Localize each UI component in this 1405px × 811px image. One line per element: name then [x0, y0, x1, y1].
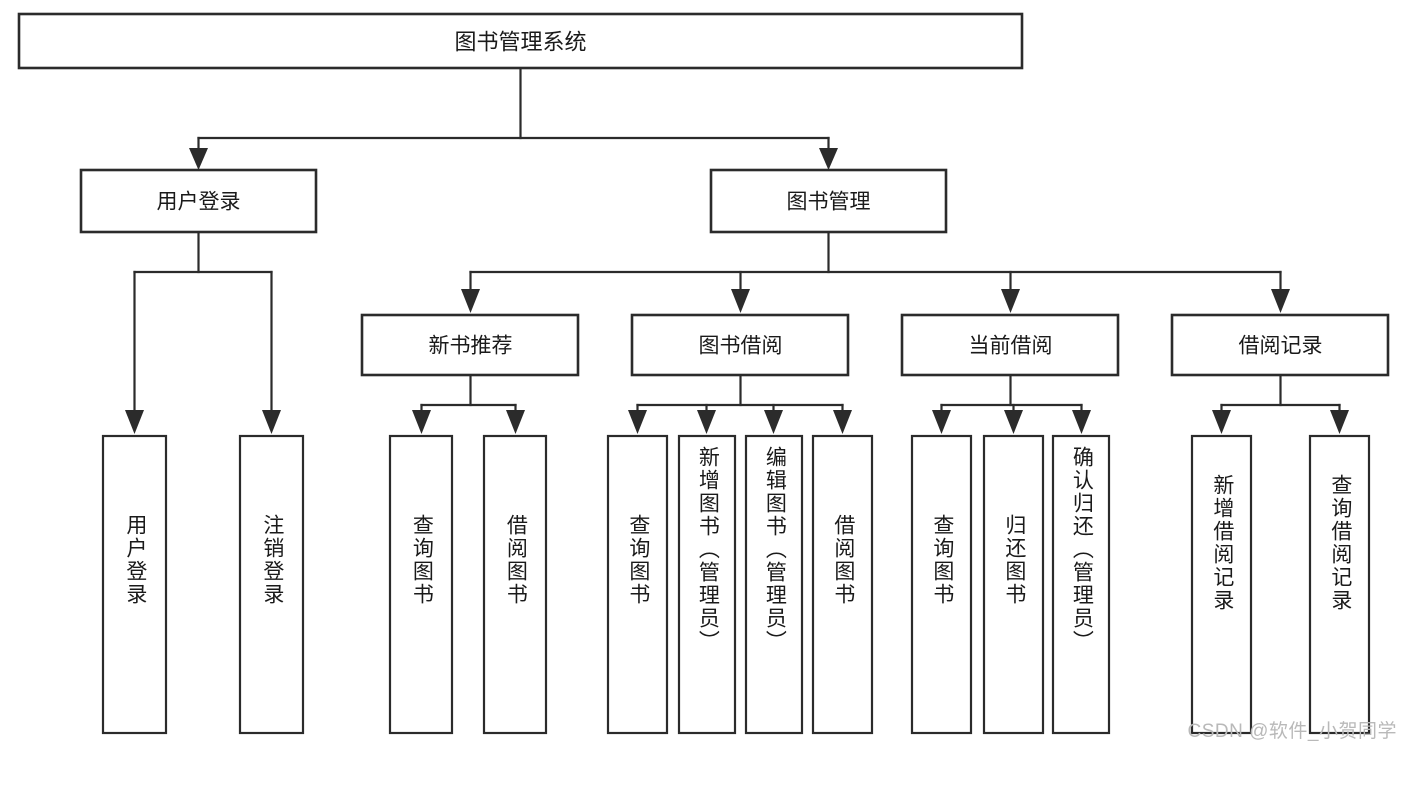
arrowhead-leaf-query-borrow-record [1330, 410, 1349, 434]
arrowhead-book-manage [819, 148, 838, 170]
node-user-login-group-label: 用户登录 [157, 191, 241, 214]
node-current-borrow-label: 当前借阅 [969, 335, 1053, 358]
node-leaf-return-book-box[interactable] [982, 434, 1045, 735]
node-leaf-query-book-borrow-box[interactable] [606, 434, 669, 735]
node-leaf-confirm-return-admin-box[interactable] [1051, 434, 1111, 735]
arrowhead-leaf-return-book [1004, 410, 1023, 434]
arrowhead-book-borrow [731, 289, 750, 313]
arrowhead-current-borrow [1001, 289, 1020, 313]
csdn-watermark: CSDN @软件_小贺同学 [1187, 721, 1397, 742]
node-layer: 图书管理系统 用户登录 图书管理 新书推荐 图书借阅 当前借阅 借阅记录 [17, 12, 1390, 735]
node-book-borrow-label: 图书借阅 [699, 335, 783, 358]
arrowhead-leaf-confirm-return-admin [1072, 410, 1091, 434]
diagram-canvas: 图书管理系统 用户登录 图书管理 新书推荐 图书借阅 当前借阅 借阅记录 [17, 12, 1397, 742]
arrowhead-leaf-borrow-book-rec [506, 410, 525, 434]
node-leaf-add-book-admin-box[interactable] [677, 434, 737, 735]
arrowhead-leaf-query-book-borrow [628, 410, 647, 434]
node-root-box[interactable] [17, 12, 1024, 70]
arrowhead-borrow-record [1271, 289, 1290, 313]
node-current-borrow-box[interactable] [900, 313, 1120, 377]
node-leaf-query-book-rec-box[interactable] [388, 434, 454, 735]
connector-layer [125, 66, 1349, 434]
arrowhead-leaf-borrow-book [833, 410, 852, 434]
diagram-svg: 图书管理系统 用户登录 图书管理 新书推荐 图书借阅 当前借阅 借阅记录 [17, 12, 1390, 735]
node-root-label: 图书管理系统 [454, 30, 586, 55]
arrowhead-leaf-user-logout [262, 410, 281, 434]
node-borrow-record-box[interactable] [1170, 313, 1390, 377]
node-leaf-borrow-book-box[interactable] [811, 434, 874, 735]
node-leaf-user-login-box[interactable] [101, 434, 168, 735]
node-leaf-add-borrow-record-box[interactable] [1190, 434, 1253, 735]
node-leaf-query-borrow-record-box[interactable] [1308, 434, 1371, 735]
arrowhead-user-login [189, 148, 208, 170]
arrowhead-leaf-edit-book-admin [764, 410, 783, 434]
node-book-borrow-box[interactable] [630, 313, 850, 377]
node-user-login-group-box[interactable] [79, 168, 318, 234]
node-leaf-borrow-book-rec-box[interactable] [482, 434, 548, 735]
node-new-book-recommend-label: 新书推荐 [429, 335, 513, 358]
node-borrow-record-label: 借阅记录 [1239, 335, 1323, 358]
node-book-manage-group-box[interactable] [709, 168, 948, 234]
arrowhead-leaf-user-login [125, 410, 144, 434]
arrowhead-new-book-recommend [461, 289, 480, 313]
node-new-book-recommend-box[interactable] [360, 313, 580, 377]
arrowhead-leaf-query-book-rec [412, 410, 431, 434]
node-leaf-edit-book-admin-box[interactable] [744, 434, 804, 735]
node-leaf-user-logout-box[interactable] [238, 434, 305, 735]
arrowhead-leaf-add-borrow-record [1212, 410, 1231, 434]
arrowhead-leaf-query-book-current [932, 410, 951, 434]
arrowhead-leaf-add-book-admin [697, 410, 716, 434]
node-leaf-query-book-current-box[interactable] [910, 434, 973, 735]
node-book-manage-group-label: 图书管理 [787, 191, 871, 214]
